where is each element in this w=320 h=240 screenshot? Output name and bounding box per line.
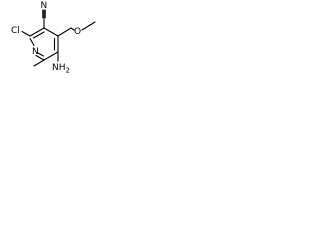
ring-nitrogen-label: N bbox=[32, 47, 39, 57]
bond-c4-ch2 bbox=[57, 27, 72, 37]
ether-oxygen-label: O bbox=[74, 27, 81, 37]
bond-c6-ch3 bbox=[33, 59, 45, 67]
bond-o-ch3 bbox=[81, 21, 96, 31]
structure-canvas: N Cl N O NH2 bbox=[0, 0, 103, 103]
bond-c6-n1-inner bbox=[36, 51, 45, 57]
bond-n1-c2 bbox=[29, 37, 35, 47]
bond-c5-c6 bbox=[43, 51, 59, 61]
bond-ch2-o bbox=[70, 27, 75, 31]
bond-c3-c4 bbox=[43, 27, 59, 37]
bond-c6-n1 bbox=[35, 54, 45, 61]
bond-c2-cl bbox=[21, 30, 31, 37]
bond-c2-c3-inner bbox=[32, 31, 45, 39]
amine-subscript: 2 bbox=[66, 67, 70, 75]
amine-label: NH2 bbox=[52, 63, 70, 75]
chlorine-label: Cl bbox=[11, 26, 20, 36]
bond-c2-c3 bbox=[29, 27, 45, 37]
molecule-diagram: N Cl N O NH2 bbox=[11, 1, 96, 75]
amine-nh: NH bbox=[52, 63, 66, 73]
nitrile-nitrogen-label: N bbox=[41, 1, 48, 11]
